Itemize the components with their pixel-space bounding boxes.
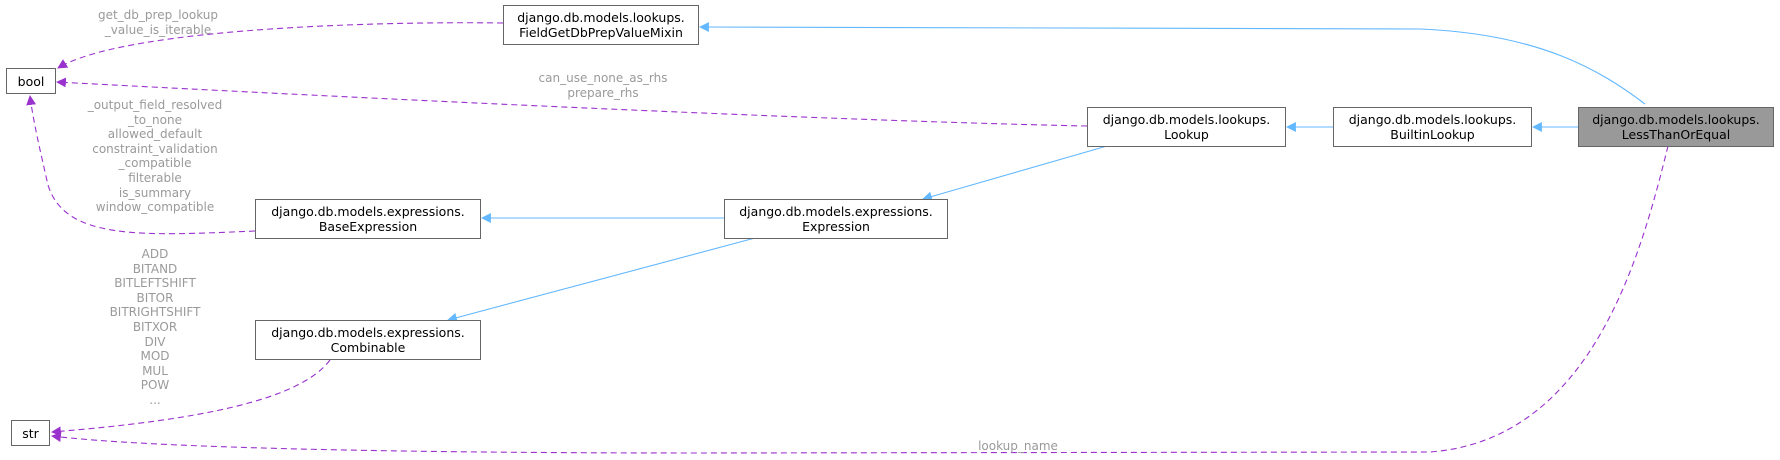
node-builtin-lookup[interactable]: django.db.models.lookups. BuiltinLookup	[1333, 107, 1532, 147]
node-label-class: FieldGetDbPrepValueMixin	[519, 25, 683, 40]
edge-label-line: BITRIGHTSHIFT	[109, 305, 201, 320]
node-combinable[interactable]: django.db.models.expressions. Combinable	[255, 320, 481, 360]
edge-label-line: is_summary	[118, 185, 192, 200]
node-expression[interactable]: django.db.models.expressions. Expression	[724, 199, 948, 239]
edge-ltoe-to-mixin	[699, 22, 1646, 105]
edge-label-line: window_compatible	[95, 200, 215, 215]
edge-label-can-use-none: can_use_none_as_rhs prepare_rhs	[539, 71, 668, 100]
node-label-module: django.db.models.lookups.	[1348, 112, 1517, 127]
edge-label-line: _compatible	[118, 156, 192, 171]
edge-lookup-to-bool	[56, 77, 1088, 127]
node-label-module: django.db.models.expressions.	[271, 325, 465, 340]
node-label-class: Lookup	[1164, 127, 1209, 142]
node-less-than-or-equal[interactable]: django.db.models.lookups. LessThanOrEqua…	[1578, 107, 1774, 147]
edge-label-line: BITAND	[132, 261, 178, 276]
edge-label-line: get_db_prep_lookup	[97, 8, 219, 22]
edge-label-line: POW	[140, 378, 170, 393]
edge-label-get-db-prep: get_db_prep_lookup _value_is_iterable	[98, 8, 218, 37]
node-label-class: str	[22, 425, 39, 441]
node-label-module: django.db.models.lookups.	[1102, 112, 1271, 127]
node-label-class: bool	[17, 73, 45, 89]
edge-label-line: can_use_none_as_rhs	[538, 71, 668, 85]
edge-expression-to-combinable	[447, 237, 756, 323]
node-label-module: django.db.models.lookups.	[1592, 112, 1760, 127]
node-label-class: BuiltinLookup	[1390, 127, 1475, 142]
node-label-module: django.db.models.expressions.	[739, 204, 933, 219]
edge-label-line: prepare_rhs	[567, 85, 639, 100]
edge-label-line: allowed_default	[107, 127, 203, 142]
node-label-class: BaseExpression	[318, 219, 418, 234]
edge-label-line: DIV	[144, 334, 166, 349]
node-label-class: Combinable	[330, 340, 406, 355]
node-bool[interactable]: bool	[6, 68, 56, 94]
edge-label-base-expression-bool: _output_field_resolved _to_none allowed_…	[88, 98, 223, 215]
edge-baseexpression-to-bool	[26, 95, 256, 235]
edge-ltoe-to-str	[51, 145, 1669, 454]
edge-label-lookup-name: lookup_name	[978, 439, 1058, 454]
edge-label-line: _output_field_resolved	[87, 98, 223, 112]
node-label-module: django.db.models.expressions.	[271, 204, 465, 219]
edge-label-line: _value_is_iterable	[104, 22, 212, 37]
edge-label-line: BITOR	[136, 290, 174, 305]
node-lookup[interactable]: django.db.models.lookups. Lookup	[1087, 107, 1286, 147]
edge-label-combinable-str: ADD BITAND BITLEFTSHIFT BITOR BITRIGHTSH…	[110, 247, 201, 408]
edge-label-line: ADD	[141, 247, 169, 261]
edge-label-line: ...	[149, 392, 161, 407]
edge-combinable-to-str	[51, 359, 331, 437]
edge-label-line: lookup_name	[978, 439, 1058, 453]
node-label-class: LessThanOrEqual	[1621, 127, 1731, 142]
edge-label-line: MOD	[140, 349, 170, 364]
edge-label-line: MUL	[142, 363, 168, 378]
edge-mixin-to-bool	[57, 22, 504, 69]
edge-lookup-to-expression	[922, 145, 1108, 202]
edge-label-line: _to_none	[128, 112, 182, 127]
node-base-expression[interactable]: django.db.models.expressions. BaseExpres…	[255, 199, 481, 239]
node-label-module: django.db.models.lookups.	[517, 10, 685, 25]
node-label-class: Expression	[802, 219, 870, 234]
node-field-get-db-prep-value-mixin[interactable]: django.db.models.lookups. FieldGetDbPrep…	[503, 5, 699, 45]
edge-label-line: constraint_validation	[92, 141, 218, 156]
edge-label-line: BITLEFTSHIFT	[114, 276, 196, 291]
edge-label-line: filterable	[128, 170, 182, 185]
edge-label-line: BITXOR	[132, 319, 178, 334]
node-str[interactable]: str	[11, 420, 50, 446]
